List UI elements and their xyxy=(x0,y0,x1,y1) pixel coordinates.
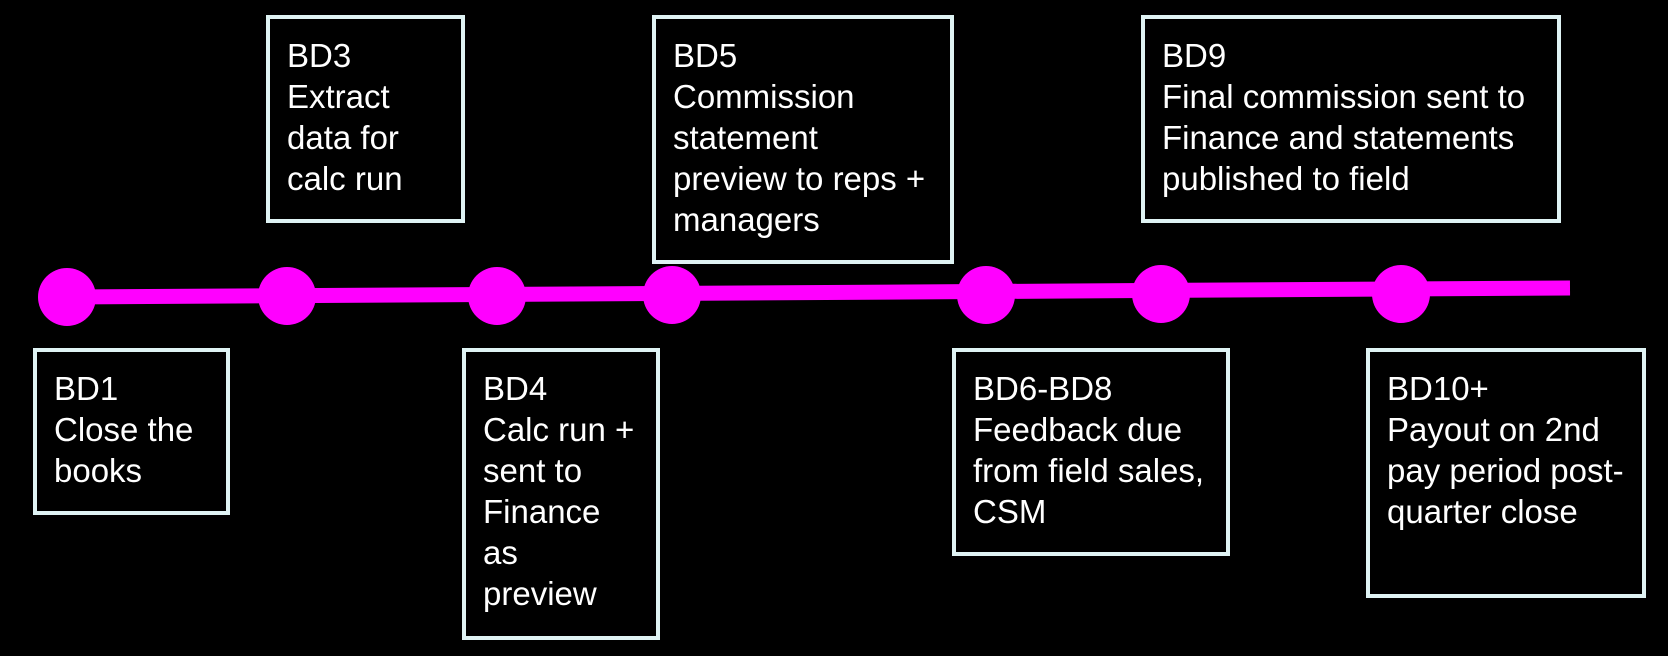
milestone-box-bd3: BD3 Extract data for calc run xyxy=(266,15,465,223)
milestone-day: BD10+ xyxy=(1387,370,1489,407)
timeline-marker-bd1 xyxy=(38,268,96,326)
milestone-box-bd9: BD9 Final commission sent to Finance and… xyxy=(1141,15,1561,223)
milestone-description: Commission statement preview to reps + m… xyxy=(673,78,926,238)
timeline-marker-bd5 xyxy=(643,266,701,324)
timeline-marker-bd10 xyxy=(1372,265,1430,323)
milestone-day: BD9 xyxy=(1162,37,1227,74)
milestone-description: Extract data for calc run xyxy=(287,78,403,197)
milestone-box-bd1: BD1 Close the books xyxy=(33,348,230,515)
milestone-box-bd6-bd8: BD6-BD8 Feedback due from field sales, C… xyxy=(952,348,1230,556)
timeline-marker-bd6 xyxy=(957,266,1015,324)
milestone-box-bd5: BD5 Commission statement preview to reps… xyxy=(652,15,954,264)
milestone-day: BD3 xyxy=(287,37,352,74)
milestone-day: BD6-BD8 xyxy=(973,370,1113,407)
timeline-marker-bd4 xyxy=(468,267,526,325)
timeline-marker-bd3 xyxy=(258,267,316,325)
milestone-description: Feedback due from field sales, CSM xyxy=(973,411,1205,530)
timeline-line xyxy=(66,280,1571,305)
milestone-description: Close the books xyxy=(54,411,194,489)
milestone-day: BD1 xyxy=(54,370,119,407)
milestone-description: Final commission sent to Finance and sta… xyxy=(1162,78,1526,197)
milestone-box-bd4: BD4 Calc run + sent to Finance as previe… xyxy=(462,348,660,640)
timeline-marker-bd8 xyxy=(1132,265,1190,323)
milestone-description: Payout on 2nd pay period post-quarter cl… xyxy=(1387,411,1624,530)
milestone-description: Calc run + sent to Finance as preview xyxy=(483,411,635,612)
milestone-box-bd10-plus: BD10+ Payout on 2nd pay period post-quar… xyxy=(1366,348,1646,598)
milestone-day: BD5 xyxy=(673,37,738,74)
milestone-day: BD4 xyxy=(483,370,548,407)
